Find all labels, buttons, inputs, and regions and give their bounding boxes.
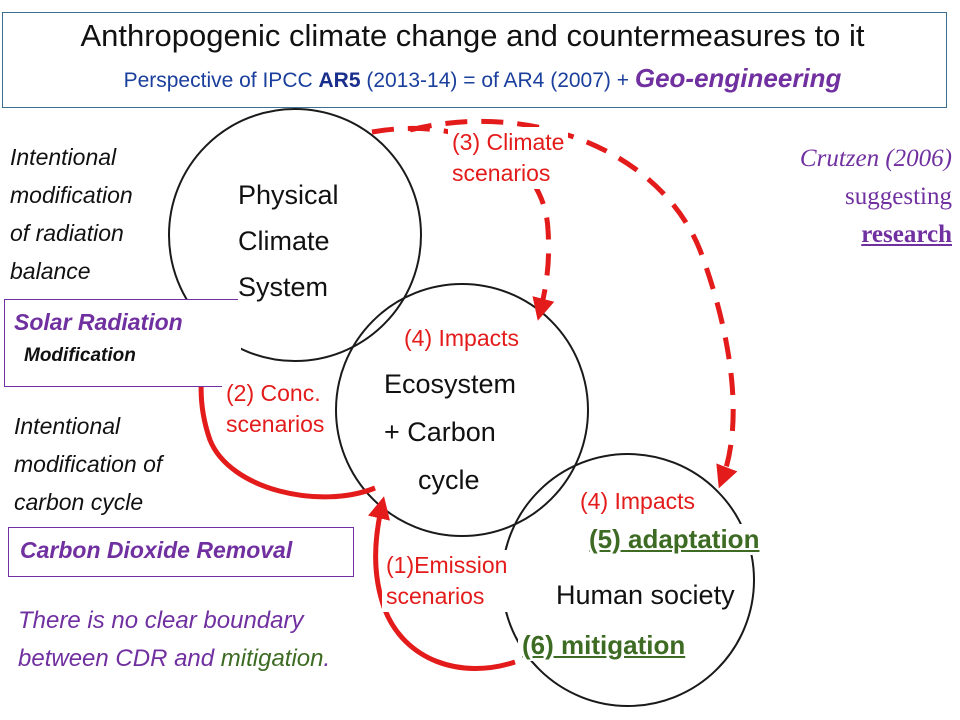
- carbon-line: Intentional: [14, 413, 121, 439]
- carbon-line: modification of: [14, 451, 163, 477]
- emission-scenarios-line: scenarios: [386, 583, 485, 609]
- physical-climate-circle: [168, 108, 422, 362]
- climate-scenarios-line: (3) Climate: [452, 129, 565, 155]
- subtitle-prefix: Perspective of IPCC: [123, 69, 319, 92]
- emission-scenarios-arrow: [368, 496, 516, 671]
- subtitle-ar5: AR5: [318, 69, 361, 92]
- crutzen-note: Crutzen (2006) suggesting research: [800, 140, 952, 254]
- emission-scenarios-line: (1)Emission: [386, 552, 508, 578]
- ecosystem-line: + Carbon: [384, 417, 496, 447]
- impacts-human-label: (4) Impacts: [576, 486, 700, 517]
- srm-label-line2: Modification: [24, 345, 136, 367]
- ecosystem-label: Ecosystem + Carbon cycle: [384, 360, 516, 504]
- radiation-line: modification: [10, 182, 133, 208]
- page-title: Anthropogenic climate change and counter…: [80, 18, 865, 53]
- carbon-cycle-text: Intentional modification of carbon cycle: [14, 407, 162, 521]
- physical-line: Climate: [238, 226, 330, 256]
- crutzen-line3: research: [861, 221, 952, 248]
- radiation-line: Intentional: [10, 144, 117, 170]
- boundary-note-line1: There is no clear boundary: [18, 607, 304, 634]
- conc-scenarios-line: scenarios: [226, 411, 325, 437]
- conc-scenarios-line: (2) Conc.: [226, 380, 321, 406]
- ecosystem-line: cycle: [418, 465, 480, 495]
- title-box: [2, 12, 947, 108]
- srm-label: Solar Radiation: [14, 309, 183, 336]
- radiation-balance-text: Intentional modification of radiation ba…: [10, 138, 133, 290]
- crutzen-line2: suggesting: [845, 183, 952, 210]
- emission-scenarios-label: (1)Emission scenarios: [382, 550, 512, 612]
- impacts-eco-label: (4) Impacts: [400, 323, 524, 354]
- climate-scenarios-arrow-outer: [409, 118, 738, 489]
- physical-climate-label: Physical Climate System: [238, 172, 339, 310]
- crutzen-line1: Crutzen (2006): [799, 145, 952, 172]
- ecosystem-line: Ecosystem: [384, 369, 517, 399]
- radiation-line: of radiation: [10, 220, 124, 246]
- mitigation-label: (6) mitigation: [518, 630, 690, 661]
- climate-scenarios-label: (3) Climate scenarios: [448, 127, 569, 189]
- boundary-note: There is no clear boundary between CDR a…: [18, 602, 330, 678]
- conc-scenarios-label: (2) Conc. scenarios: [222, 378, 329, 440]
- boundary-note-line2: between CDR and mitigation.: [18, 640, 330, 678]
- radiation-line: balance: [10, 258, 91, 284]
- boundary-note-mitigation: mitigation: [220, 645, 324, 672]
- climate-scenarios-arrow-inner: [371, 126, 555, 321]
- boundary-note-part: between CDR and: [18, 645, 221, 672]
- subtitle-geo-engineering: Geo-engineering: [634, 63, 842, 93]
- adaptation-label: (5) adaptation: [585, 524, 764, 555]
- subtitle-mid: (2013-14) = of AR4 (2007) +: [360, 69, 635, 92]
- physical-line: System: [238, 264, 333, 310]
- page-subtitle: Perspective of IPCC AR5 (2013-14) = of A…: [10, 63, 955, 94]
- boundary-note-period: .: [323, 645, 331, 672]
- ecosystem-circle: [335, 283, 589, 537]
- cdr-box: [8, 527, 354, 577]
- human-society-label: Human society: [556, 572, 735, 618]
- climate-scenarios-line: scenarios: [452, 160, 551, 186]
- carbon-line: carbon cycle: [14, 489, 144, 515]
- physical-line: Physical: [238, 180, 339, 210]
- cdr-label: Carbon Dioxide Removal: [20, 537, 293, 563]
